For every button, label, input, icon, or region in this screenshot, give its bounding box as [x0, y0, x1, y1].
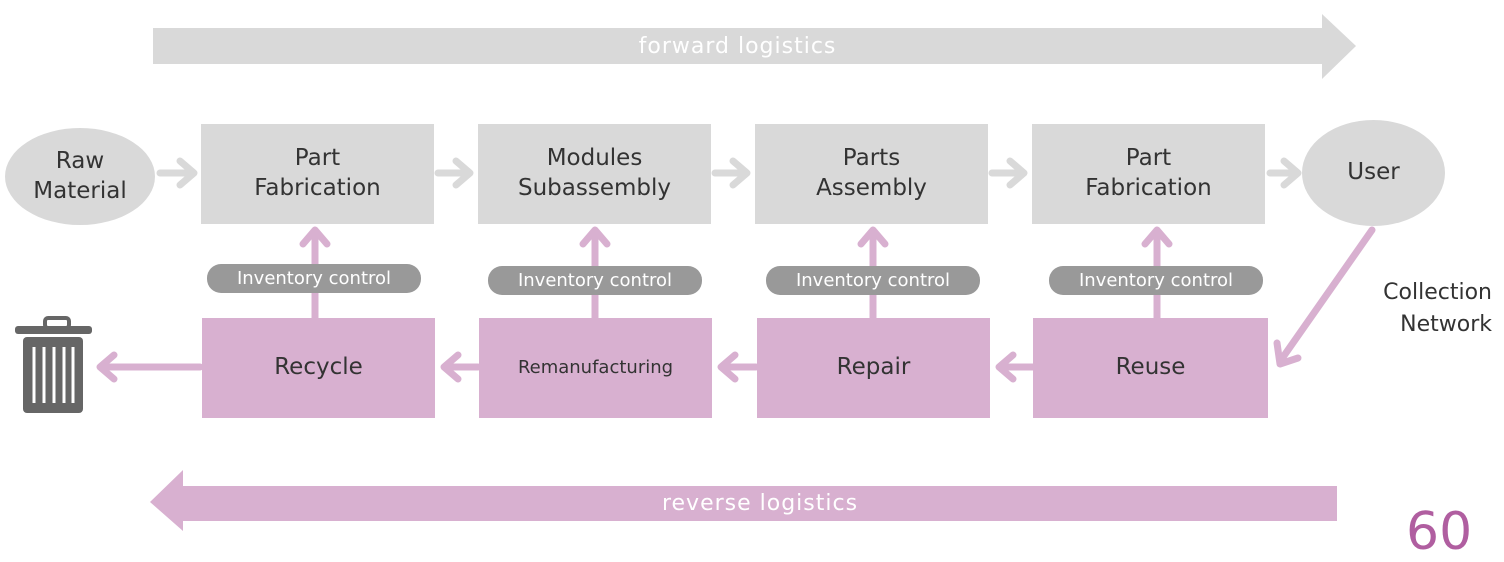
trash-can-icon: [15, 316, 92, 413]
reverse-logistics-label: reverse logistics: [661, 491, 859, 516]
part-fabrication-node-2: Part Fabrication: [1032, 124, 1265, 224]
collection-network-label: Collection Network: [1383, 280, 1492, 337]
forward-arrow-3: [711, 157, 751, 189]
collection-network-arrow: [1273, 226, 1376, 368]
repair-node: Repair: [757, 318, 990, 418]
forward-logistics-arrow: [153, 14, 1356, 79]
recycle-node: Recycle: [202, 318, 435, 418]
forward-arrow-2: [434, 157, 474, 189]
raw-material-node: Raw Material: [5, 128, 155, 225]
inventory-control-pill-2: Inventory control: [488, 266, 702, 295]
remanufacturing-node: Remanufacturing: [479, 318, 712, 418]
user-node: User: [1302, 120, 1445, 226]
reverse-arrow-3: [717, 351, 760, 383]
reuse-node: Reuse: [1033, 318, 1268, 418]
page-number: 60: [1406, 502, 1473, 562]
modules-subassembly-node: Modules Subassembly: [478, 124, 711, 224]
parts-assembly-node: Parts Assembly: [755, 124, 988, 224]
inventory-control-pill-1: Inventory control: [207, 264, 421, 293]
reverse-arrow-1: [96, 351, 204, 383]
reverse-logistics-arrow: [150, 470, 1337, 531]
forward-logistics-label: forward logistics: [638, 33, 837, 59]
part-fabrication-node-1: Part Fabrication: [201, 124, 434, 224]
inventory-control-pill-4: Inventory control: [1049, 266, 1263, 295]
reverse-arrow-4: [995, 351, 1037, 383]
reverse-arrow-2: [440, 351, 482, 383]
flow-diagram: [15, 14, 1376, 531]
forward-arrow-4: [988, 157, 1028, 189]
forward-arrow-1: [156, 157, 198, 189]
inventory-control-pill-3: Inventory control: [766, 266, 980, 295]
forward-arrow-5: [1266, 157, 1302, 189]
